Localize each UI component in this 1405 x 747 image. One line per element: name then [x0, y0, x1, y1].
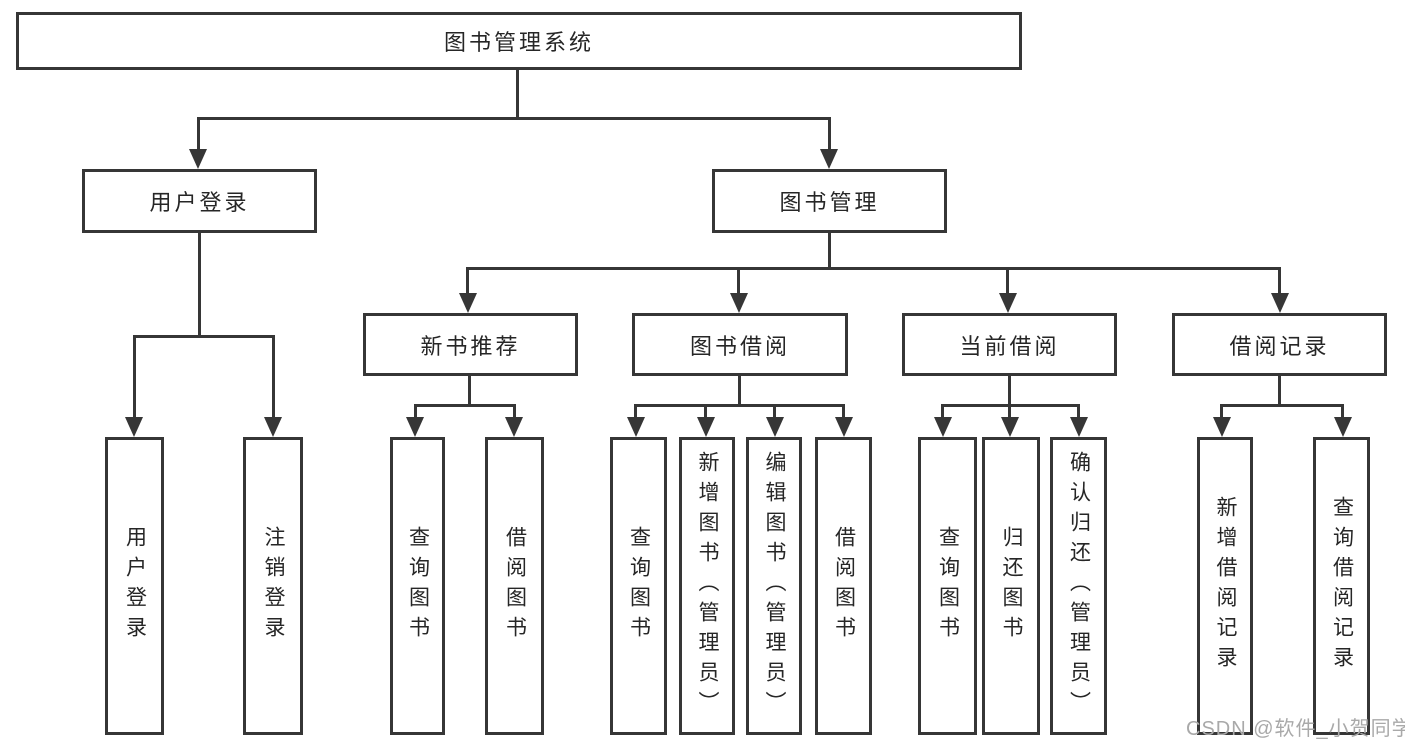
connector-borrow-stem — [738, 376, 741, 407]
connector-root-stem — [516, 70, 519, 119]
arrow-down-icon — [264, 417, 282, 437]
arrow-down-icon — [820, 149, 838, 169]
connector-drop — [133, 335, 136, 419]
connector-drop — [1341, 404, 1344, 419]
leaf-user-login: 用户登录 — [105, 437, 164, 735]
leaf-query-books-recommend: 查询图书 — [390, 437, 445, 735]
connector-userlogin-stem — [198, 233, 201, 337]
connector-drop — [842, 404, 845, 419]
arrow-down-icon — [1001, 417, 1019, 437]
arrow-down-icon — [835, 417, 853, 437]
leaf-borrow-books: 借阅图书 — [815, 437, 872, 735]
connector-drop — [1278, 267, 1281, 295]
leaf-query-borrow-record: 查询借阅记录 — [1313, 437, 1370, 735]
node-current-borrow: 当前借阅 — [902, 313, 1117, 376]
arrow-down-icon — [999, 293, 1017, 313]
arrow-down-icon — [125, 417, 143, 437]
connector-drop — [941, 404, 944, 419]
node-borrow-records: 借阅记录 — [1172, 313, 1387, 376]
connector-drop — [272, 335, 275, 419]
arrow-down-icon — [1271, 293, 1289, 313]
connector-drop — [634, 404, 637, 419]
connector-drop — [1008, 404, 1011, 419]
arrow-down-icon — [189, 149, 207, 169]
connector-bookmgmt-stem — [828, 233, 831, 270]
leaf-return-books: 归还图书 — [982, 437, 1040, 735]
connector-drop — [1220, 404, 1223, 419]
connector-root-bus — [197, 117, 831, 120]
csdn-watermark: CSDN @软件_小贺同学 — [1186, 718, 1405, 740]
leaf-edit-books-admin: 编辑图书（管理员） — [746, 437, 802, 735]
connector-drop — [466, 267, 469, 295]
leaf-borrow-books-recommend: 借阅图书 — [485, 437, 544, 735]
leaf-logout: 注销登录 — [243, 437, 303, 735]
arrow-down-icon — [1070, 417, 1088, 437]
arrow-down-icon — [627, 417, 645, 437]
node-new-book-recommend: 新书推荐 — [363, 313, 578, 376]
connector-newbook-stem — [468, 376, 471, 407]
connector-drop — [704, 404, 707, 419]
arrow-down-icon — [1334, 417, 1352, 437]
connector-current-stem — [1008, 376, 1011, 407]
leaf-add-books-admin: 新增图书（管理员） — [679, 437, 735, 735]
node-book-borrow: 图书借阅 — [632, 313, 848, 376]
arrow-down-icon — [934, 417, 952, 437]
arrow-down-icon — [766, 417, 784, 437]
node-root: 图书管理系统 — [16, 12, 1022, 70]
connector-drop — [1077, 404, 1080, 419]
node-user-login: 用户登录 — [82, 169, 317, 233]
connector-drop — [737, 267, 740, 295]
connector-borrow-bus — [634, 404, 845, 407]
arrow-down-icon — [697, 417, 715, 437]
leaf-query-books-current: 查询图书 — [918, 437, 977, 735]
connector-records-stem — [1278, 376, 1281, 407]
arrow-down-icon — [459, 293, 477, 313]
arrow-down-icon — [406, 417, 424, 437]
connector-drop-book-mgmt — [828, 117, 831, 151]
connector-drop — [414, 404, 417, 419]
leaf-query-books-borrow: 查询图书 — [610, 437, 667, 735]
connector-userlogin-bus — [133, 335, 275, 338]
connector-bookmgmt-bus — [466, 267, 1281, 270]
arrow-down-icon — [505, 417, 523, 437]
leaf-add-borrow-record: 新增借阅记录 — [1197, 437, 1253, 735]
connector-records-bus — [1220, 404, 1344, 407]
connector-drop — [1006, 267, 1009, 295]
connector-drop-user-login — [197, 117, 200, 151]
connector-drop — [773, 404, 776, 419]
arrow-down-icon — [1213, 417, 1231, 437]
leaf-confirm-return-admin: 确认归还（管理员） — [1050, 437, 1107, 735]
node-book-management: 图书管理 — [712, 169, 947, 233]
connector-drop — [513, 404, 516, 419]
connector-newbook-bus — [414, 404, 516, 407]
arrow-down-icon — [730, 293, 748, 313]
